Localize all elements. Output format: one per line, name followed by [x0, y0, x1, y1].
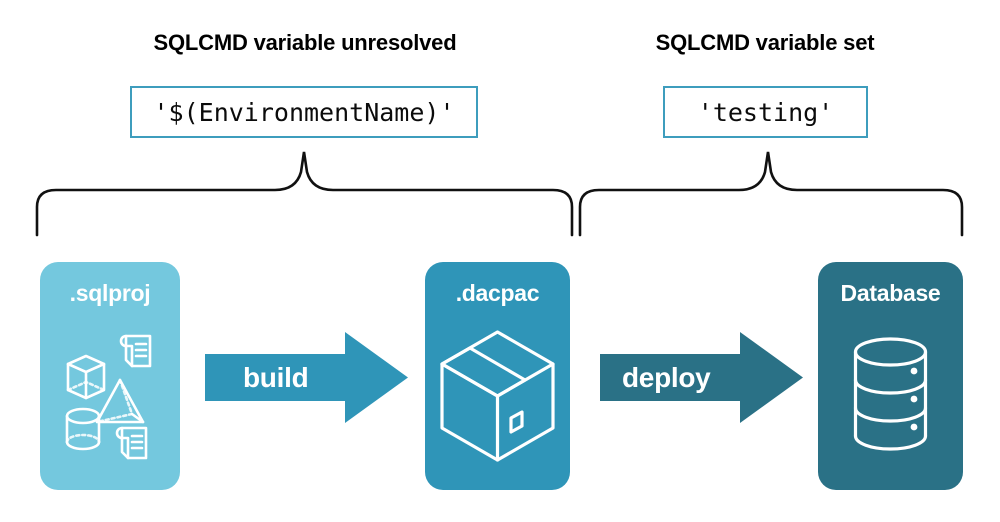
- stage-label-dacpac: .dacpac: [455, 280, 540, 306]
- cube-icon: [66, 354, 106, 400]
- arrow-build-shape: [205, 332, 408, 423]
- stage-box-database: Database: [818, 262, 963, 490]
- brace-right-icon: [578, 151, 964, 237]
- database-indicator-dot: [910, 367, 918, 375]
- project-contents-icon: [65, 334, 152, 460]
- code-box-environment-name: '$(EnvironmentName)': [130, 86, 478, 138]
- arrow-build: build: [205, 330, 410, 425]
- stage-label-database: Database: [840, 280, 941, 306]
- stage-label-sqlproj: .sqlproj: [69, 280, 151, 306]
- heading-sqlcmd-variable-unresolved: SQLCMD variable unresolved: [153, 30, 457, 55]
- package-box-icon: [440, 330, 555, 462]
- arrow-deploy-shape: [600, 332, 803, 423]
- database-cylinder-icon: [853, 337, 928, 451]
- database-indicator-dot: [910, 395, 918, 403]
- stage-box-sqlproj: .sqlproj: [40, 262, 180, 490]
- heading-sqlcmd-variable-set: SQLCMD variable set: [655, 30, 875, 55]
- arrow-label-build: build: [243, 362, 309, 393]
- arrow-label-deploy: deploy: [622, 362, 711, 393]
- database-indicator-dot: [910, 423, 918, 431]
- brace-left-icon: [35, 151, 574, 237]
- script-scroll-icon-bottom: [115, 426, 148, 460]
- pyramid-icon: [95, 378, 145, 424]
- code-box-testing: 'testing': [663, 86, 868, 138]
- cylinder-icon: [65, 407, 101, 451]
- arrow-deploy: deploy: [600, 330, 805, 425]
- stage-box-dacpac: .dacpac: [425, 262, 570, 490]
- script-scroll-icon-top: [119, 334, 152, 368]
